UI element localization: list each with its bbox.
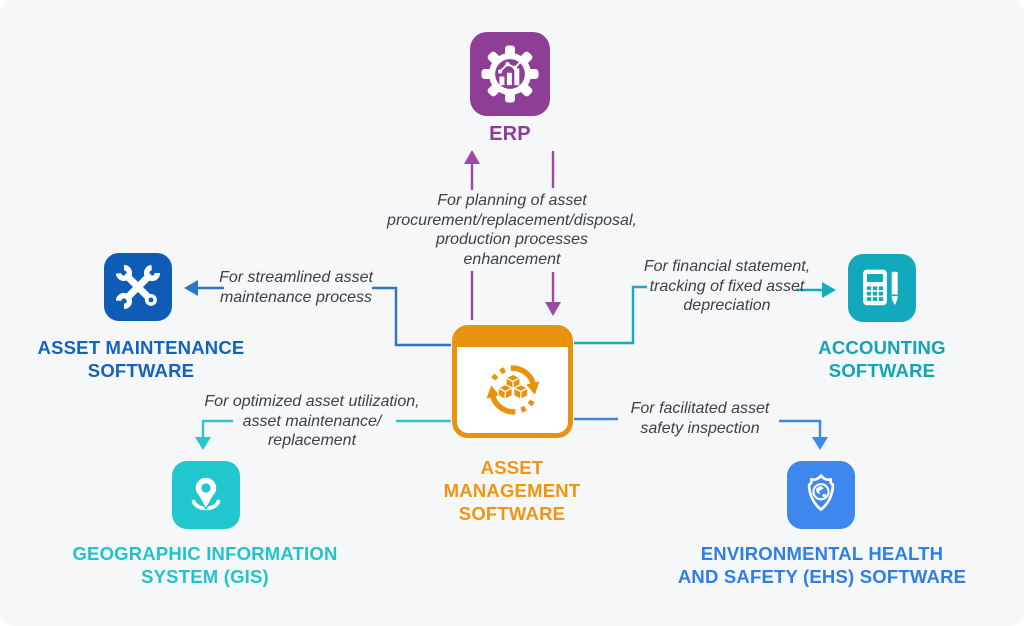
annotation-accounting: For financial statement, tracking of fix…	[643, 258, 811, 314]
cubes-recycle-icon	[485, 365, 540, 415]
node-erp	[470, 32, 550, 116]
annotation-ehs: For facilitated asset safety inspection	[630, 400, 770, 437]
node-gis	[172, 461, 240, 529]
node-accounting	[848, 254, 916, 322]
annotation-maintenance: For streamlined asset maintenance proces…	[219, 269, 373, 306]
node-asset-maintenance	[104, 253, 172, 321]
ehs-label: ENVIRONMENTAL HEALTH AND SAFETY (EHS) SO…	[677, 543, 967, 587]
node-asset-management	[452, 325, 573, 438]
asset-maintenance-label: ASSET MAINTENANCE SOFTWARE	[37, 337, 245, 381]
erp-up-arrowhead	[464, 150, 480, 164]
maintenance-arrowhead	[184, 280, 198, 296]
annotation-erp: For planning of asset procurement/replac…	[387, 192, 637, 268]
asset-management-label: ASSET MANAGEMENT SOFTWARE	[443, 457, 581, 524]
ehs-arrowhead	[812, 437, 828, 450]
annotation-gis: For optimized asset utilization, asset m…	[204, 393, 420, 449]
calculator-pencil-icon	[863, 269, 898, 306]
crossed-wrenches-icon	[115, 264, 161, 310]
gis-label: GEOGRAPHIC INFORMATION SYSTEM (GIS)	[72, 543, 338, 587]
gear-chart-icon	[481, 45, 539, 103]
shield-globe-icon	[807, 474, 835, 511]
erp-label: ERP	[489, 123, 531, 145]
node-ehs	[787, 461, 855, 529]
map-pin-icon	[191, 477, 221, 511]
erp-down-arrowhead	[545, 302, 561, 316]
accounting-label: ACCOUNTING SOFTWARE	[818, 337, 946, 381]
window-titlebar	[457, 330, 568, 347]
accounting-arrowhead	[822, 282, 836, 298]
